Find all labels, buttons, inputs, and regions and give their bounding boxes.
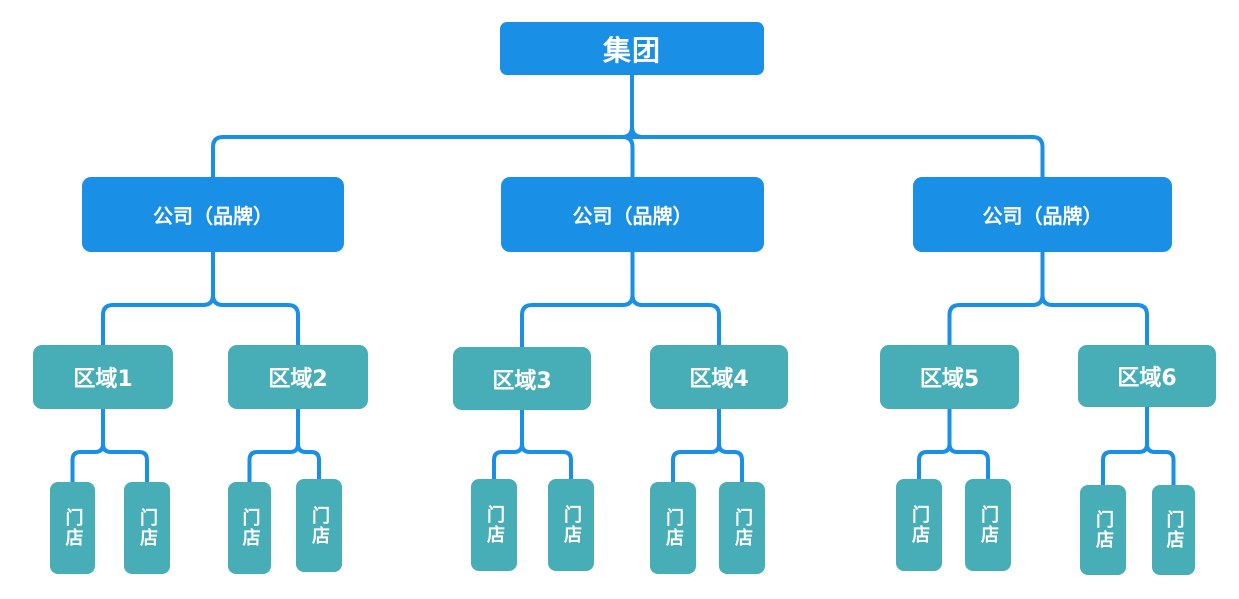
connector-line [1040,252,1149,345]
connector-line [947,409,990,479]
connector-line [917,409,952,479]
node-store[interactable]: 门店 [1080,485,1126,575]
connector-line [1145,407,1176,485]
connector-line [211,75,634,177]
connector-line [492,410,524,479]
connector-line [70,409,105,482]
node-region-1[interactable]: 区域1 [33,345,173,409]
connector-line [211,252,300,345]
connector-line [296,409,321,479]
connector-line [1101,407,1149,485]
node-company-2[interactable]: 公司（品牌） [501,177,764,252]
connector-line [630,75,1045,177]
node-group-hq[interactable]: 集团 [500,22,764,75]
connector-line [671,409,721,482]
connector-line [630,252,721,345]
node-region-5[interactable]: 区域5 [880,345,1019,409]
node-company-1[interactable]: 公司（品牌） [82,177,344,252]
node-store[interactable]: 门店 [965,479,1011,571]
node-store[interactable]: 门店 [50,482,95,574]
connector-line [520,410,573,479]
node-store[interactable]: 门店 [1152,485,1195,575]
connector-line [520,252,635,347]
connector-line [101,252,215,345]
node-region-3[interactable]: 区域3 [453,347,591,410]
node-store[interactable]: 门店 [296,479,342,572]
node-store[interactable]: 门店 [471,479,517,571]
node-region-4[interactable]: 区域4 [650,345,788,409]
node-store[interactable]: 门店 [228,482,271,574]
node-region-6[interactable]: 区域6 [1078,345,1216,407]
connector-line [101,409,149,482]
node-store[interactable]: 门店 [548,479,594,571]
node-store[interactable]: 门店 [124,482,170,574]
node-store[interactable]: 门店 [896,479,942,571]
connector-line [247,409,300,482]
node-store[interactable]: 门店 [719,482,765,574]
node-company-3[interactable]: 公司（品牌） [913,177,1172,252]
node-store[interactable]: 门店 [650,482,696,574]
connector-line [717,409,744,482]
node-region-2[interactable]: 区域2 [228,345,368,409]
connector-line [947,252,1045,345]
